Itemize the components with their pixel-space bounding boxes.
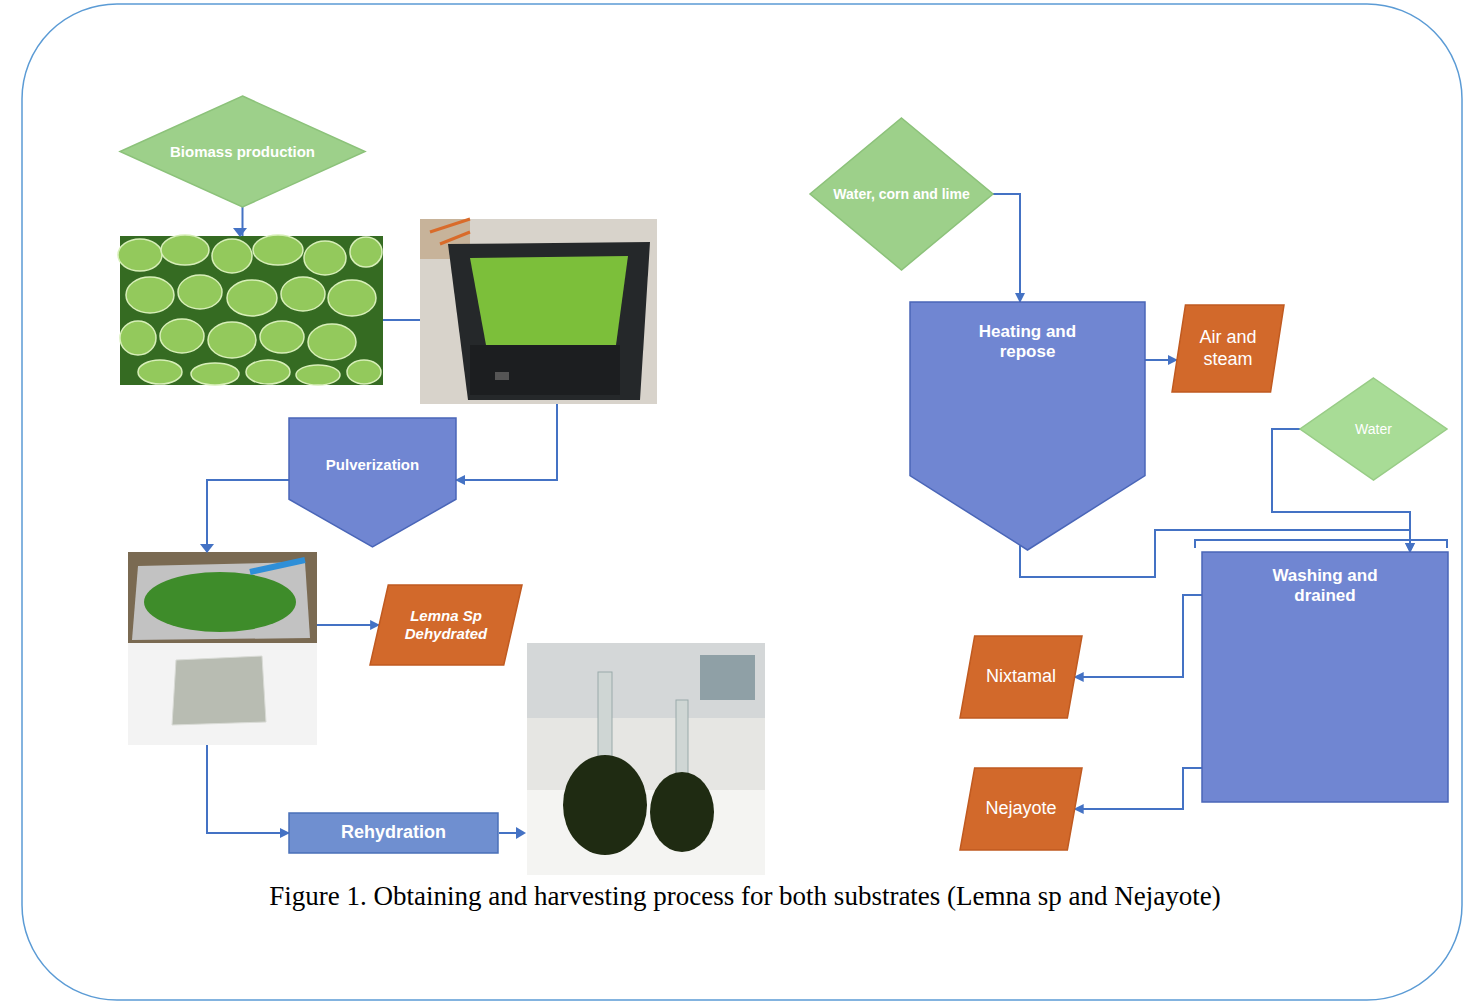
frond: [350, 237, 382, 267]
shape-fill: [910, 302, 1145, 550]
volumetric-flask: [650, 772, 714, 852]
tray-photo: [128, 552, 317, 643]
dried-lemna: [144, 572, 296, 632]
input-diamond: Biomass production: [120, 96, 365, 207]
frond: [296, 365, 340, 385]
shape-fill: [370, 585, 522, 665]
blue-spoon: [250, 560, 305, 572]
node-label: Nejayote: [985, 798, 1056, 820]
frond: [308, 324, 356, 360]
shape-fill: [1172, 305, 1284, 392]
flask-neck: [676, 700, 688, 775]
shape-fill: [120, 96, 365, 207]
node-label: Water, corn and lime: [833, 186, 969, 203]
flask-photo: [527, 643, 765, 875]
frond: [208, 322, 256, 358]
process-pentagon: Pulverization: [289, 418, 456, 547]
frond: [246, 360, 290, 384]
frond: [347, 360, 381, 384]
node-label: Heating and repose: [958, 322, 1097, 363]
shape-fill: [289, 418, 456, 547]
process-box: Rehydration: [289, 813, 498, 853]
frond: [191, 363, 239, 385]
frond: [227, 280, 277, 316]
process-pentagon: Heating and repose: [910, 302, 1145, 550]
frond: [118, 239, 162, 271]
node-label: Washing and drained: [1254, 566, 1396, 607]
node-label: Lemna Sp Dehydrated: [390, 607, 502, 643]
flask-neck: [598, 672, 612, 762]
arrow-head: [233, 228, 247, 237]
frond: [161, 235, 209, 265]
frond: [138, 360, 182, 384]
arrow-line: [499, 832, 516, 834]
frond: [304, 241, 346, 275]
input-diamond: Water: [1300, 378, 1447, 480]
shape-outline: [289, 418, 456, 547]
flow-arrow: [993, 194, 1020, 302]
bracket: [1195, 540, 1447, 548]
shape-fill: [960, 636, 1082, 718]
frond: [212, 239, 252, 273]
input-diamond: Water, corn and lime: [810, 118, 993, 270]
frond: [328, 280, 376, 316]
node-label: Biomass production: [170, 143, 315, 161]
frond: [120, 321, 156, 355]
shape-fill: [1300, 378, 1447, 480]
node-label: Water: [1355, 421, 1392, 438]
shape-fill: [1202, 552, 1448, 802]
node-label: Air and steam: [1186, 327, 1270, 370]
frond: [253, 235, 303, 265]
frond: [126, 277, 174, 313]
shape-fill: [289, 813, 498, 853]
shape-fill: [810, 118, 993, 270]
volumetric-flask: [563, 755, 647, 855]
bag-photo: [128, 643, 317, 745]
output-parallelogram: Air and steam: [1172, 305, 1284, 392]
tub-front: [470, 345, 620, 395]
tub-photo: [420, 219, 657, 404]
lemna-fronds: [118, 235, 382, 385]
arrow-head: [516, 827, 526, 839]
lemna-surface: [470, 256, 628, 345]
tub-body: [448, 242, 650, 400]
frond: [260, 321, 304, 353]
frond: [281, 277, 325, 311]
output-parallelogram: Lemna Sp Dehydrated: [370, 585, 522, 665]
frond: [178, 275, 222, 309]
frame-border: [22, 4, 1462, 1000]
output-parallelogram: Nejayote: [960, 768, 1082, 850]
orange-net: [430, 219, 470, 244]
figure-caption: Figure 1. Obtaining and harvesting proce…: [245, 878, 1245, 914]
output-parallelogram: Nixtamal: [960, 636, 1082, 718]
arrow-head: [200, 544, 214, 553]
flow-arrow: [1075, 595, 1202, 677]
node-label: Rehydration: [341, 822, 446, 844]
node-label: Nixtamal: [986, 666, 1056, 688]
flow-arrow: [1145, 359, 1177, 361]
frond: [160, 319, 204, 353]
process-box: Washing and drained: [1202, 552, 1448, 802]
lab-background: [527, 643, 765, 718]
flow-arrow: [1075, 768, 1202, 809]
powder-bag: [172, 656, 266, 725]
lab-equipment: [700, 655, 755, 700]
foil-tray: [132, 562, 310, 640]
shape-fill: [960, 768, 1082, 850]
tub-latch: [495, 372, 509, 380]
node-label: Pulverization: [326, 456, 419, 474]
